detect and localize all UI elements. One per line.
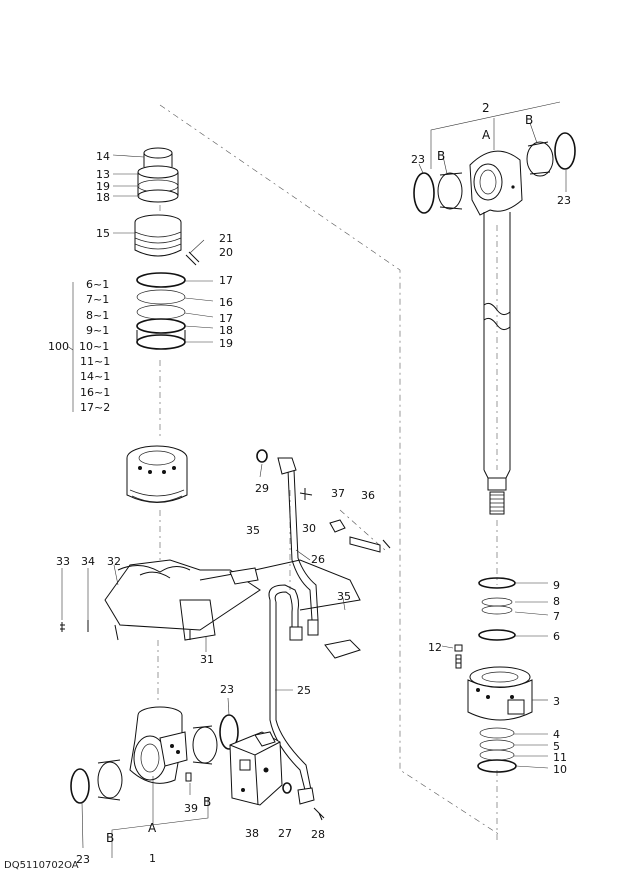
label-19b: 19 [219, 337, 233, 350]
ring-4 [479, 727, 515, 739]
label-20: 20 [219, 246, 233, 259]
ring-13 [137, 165, 179, 179]
label-16: 16 [219, 296, 233, 309]
label-11: 11 [553, 751, 567, 764]
piston-rod [483, 212, 511, 470]
bushing-b-right [526, 141, 554, 177]
label-32: 32 [107, 555, 121, 568]
label-1: 1 [149, 852, 156, 865]
ring-17-b [136, 304, 186, 320]
kit-item-2: 7~1 [86, 293, 109, 306]
kit-group-label: 100 [48, 340, 69, 353]
ring-11 [479, 749, 515, 761]
oring-23-left [413, 172, 435, 214]
ring-5 [479, 739, 515, 751]
label-5: 5 [553, 740, 560, 753]
center-lines [157, 104, 501, 840]
label-33: 33 [56, 555, 70, 568]
pipes [229, 449, 391, 791]
label-23-top-right: 23 [557, 194, 571, 207]
label-12: 12 [428, 641, 442, 654]
label-B-bottom-left: B [106, 831, 114, 845]
label-27: 27 [278, 827, 292, 840]
cylinder-head [126, 445, 188, 503]
label-B-top-left: B [437, 149, 445, 163]
rod-assembly [413, 132, 576, 773]
label-35a: 35 [246, 524, 260, 537]
ring-6 [478, 629, 516, 641]
label-37: 37 [331, 487, 345, 500]
label-28: 28 [311, 828, 325, 841]
label-26: 26 [311, 553, 325, 566]
ring-19-b [136, 334, 186, 350]
kit-item-3: 8~1 [86, 309, 109, 322]
label-38: 38 [245, 827, 259, 840]
label-21: 21 [219, 232, 233, 245]
label-4: 4 [553, 728, 560, 741]
ring-7 [481, 605, 513, 615]
ring-18-b [136, 318, 186, 334]
label-31: 31 [200, 653, 214, 666]
label-7: 7 [553, 610, 560, 623]
drawing-code: DQ5110702OA [4, 860, 79, 871]
ring-16 [136, 289, 186, 305]
wiper-14 [143, 147, 173, 159]
label-A-top: A [482, 128, 491, 142]
label-3: 3 [553, 695, 560, 708]
label-34: 34 [81, 555, 95, 568]
label-23-top-left: 23 [411, 153, 425, 166]
kit-item-5: 10~1 [79, 340, 109, 353]
label-35b: 35 [337, 590, 351, 603]
kit-item-9: 17~2 [80, 401, 110, 414]
label-39: 39 [184, 802, 198, 815]
ring-18-top [137, 189, 179, 203]
label-2: 2 [482, 101, 490, 115]
label-30: 30 [302, 522, 316, 535]
label-18: 18 [96, 191, 110, 204]
label-19: 19 [96, 180, 110, 193]
label-13: 13 [96, 168, 110, 181]
label-10: 10 [553, 763, 567, 776]
leader-lines [61, 101, 567, 858]
setscrew-12-head [454, 644, 463, 652]
label-17a: 17 [219, 274, 233, 287]
label-6: 6 [553, 630, 560, 643]
label-18b: 18 [219, 324, 233, 337]
kit-item-6: 11~1 [80, 355, 110, 368]
part-labels: 14 13 19 18 15 21 20 17 16 17 18 19 6~1 … [48, 101, 571, 866]
label-9: 9 [553, 579, 560, 592]
label-25: 25 [297, 684, 311, 697]
gland-stack [134, 147, 200, 350]
label-36: 36 [361, 489, 375, 502]
label-15: 15 [96, 227, 110, 240]
label-A-bottom: A [148, 821, 157, 835]
ring-17-a [136, 272, 186, 288]
kit-item-8: 16~1 [80, 386, 110, 399]
oring-23-right [554, 132, 576, 170]
kit-item-7: 14~1 [80, 370, 110, 383]
label-17b: 17 [219, 312, 233, 325]
valve-block [229, 731, 325, 821]
cylinder-tube [70, 706, 239, 804]
label-8: 8 [553, 595, 560, 608]
label-23-mid: 23 [220, 683, 234, 696]
label-B-top-right: B [525, 113, 533, 127]
label-14: 14 [96, 150, 110, 163]
label-29: 29 [255, 482, 269, 495]
ring-8 [481, 597, 513, 607]
bushing-b-left [437, 172, 463, 210]
kit-item-4: 9~1 [86, 324, 109, 337]
label-23-bottom: 23 [76, 853, 90, 866]
kit-item-1: 6~1 [86, 278, 109, 291]
label-B-bottom-right: B [203, 795, 211, 809]
